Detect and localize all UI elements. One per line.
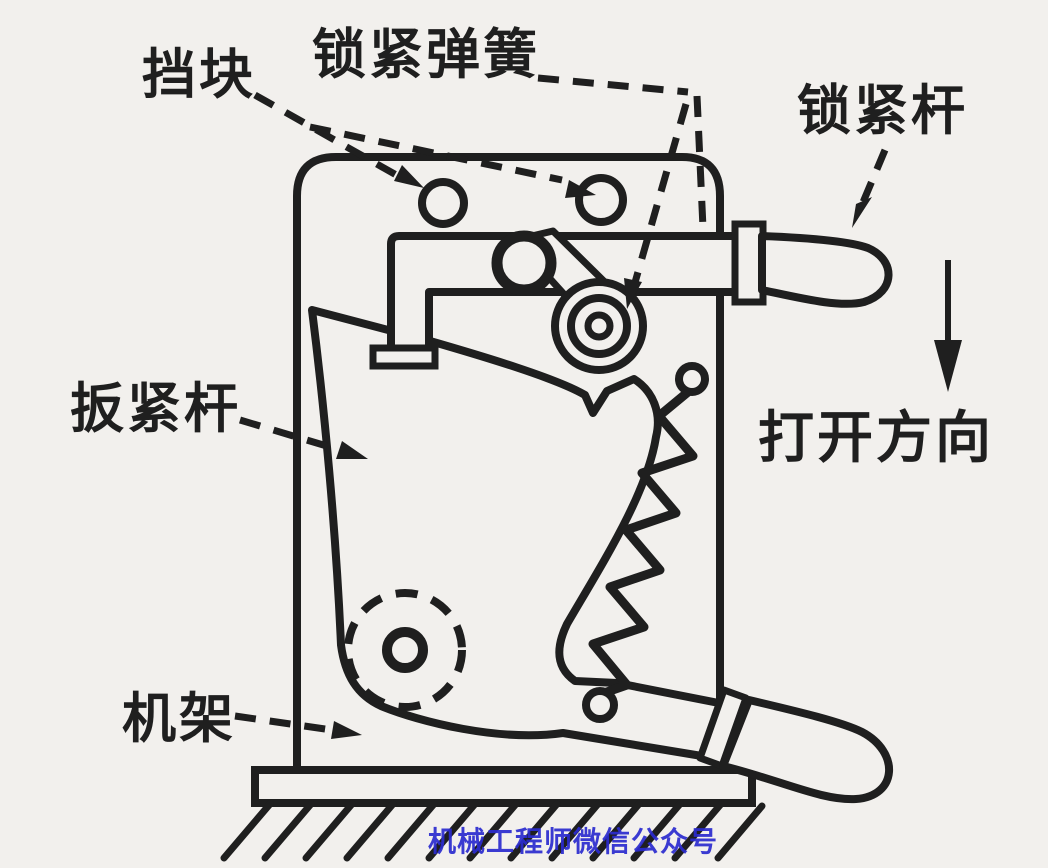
base-plate	[251, 766, 756, 807]
stop-foot-pad	[369, 344, 439, 370]
arrowhead-locking-spring	[624, 278, 642, 309]
locking-spring-coil	[582, 362, 709, 723]
watermark-text: 机械工程师微信公众号	[428, 826, 719, 857]
arrowhead-stop-block-1	[394, 165, 424, 188]
bottom-handle-grip	[719, 696, 893, 804]
tightening-lever-plate	[308, 306, 733, 763]
label-opening-direction: 打开方向	[758, 406, 994, 469]
lever-pivot	[491, 230, 557, 296]
label-locking-spring: 锁紧弹簧	[312, 25, 540, 85]
coil-roller	[551, 278, 647, 374]
top-handle-grip	[758, 232, 893, 308]
locking-lever-assembly	[369, 220, 893, 374]
arrowhead-locking-lever	[852, 197, 872, 228]
arrowhead-stop-block-2	[565, 180, 596, 198]
arrowhead-frame	[331, 721, 362, 739]
label-locking-lever: 锁紧杆	[797, 81, 968, 141]
spring-bottom-anchor	[582, 687, 618, 723]
ground-hatching	[220, 800, 766, 862]
bottom-handle	[696, 686, 893, 804]
leader-lines	[234, 74, 889, 739]
label-tightening-lever: 扳紧杆	[70, 379, 241, 439]
pivot-dashed-circle	[344, 589, 466, 711]
arrowhead-tightening-lever	[336, 441, 368, 459]
spring-top-anchor	[675, 362, 709, 396]
opening-direction-arrow	[934, 260, 962, 392]
label-frame: 机架	[122, 689, 236, 749]
label-stop-block: 挡块	[142, 45, 256, 105]
stop-block-circles	[418, 174, 627, 228]
frame-outline	[293, 153, 724, 776]
